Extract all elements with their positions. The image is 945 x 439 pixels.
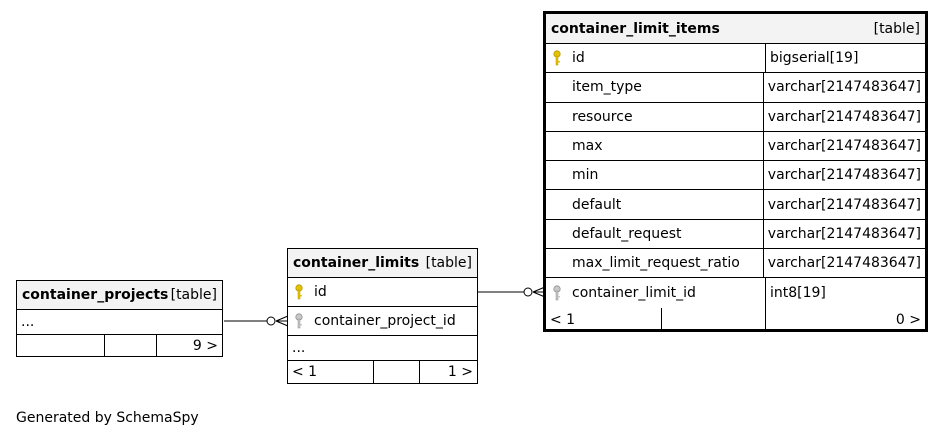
footer-left (17, 335, 105, 356)
table-header: container_projects [table] (17, 281, 222, 310)
column-name: id (572, 50, 585, 67)
column-name-cell: id (546, 44, 766, 73)
column-name: container_limit_id (572, 285, 696, 302)
column-row: max varchar[2147483647] (546, 131, 925, 162)
column-type: varchar[2147483647] (767, 255, 921, 272)
table-kind: [table] (873, 20, 920, 37)
column-row: default varchar[2147483647] (546, 190, 925, 220)
column-type: varchar[2147483647] (767, 196, 921, 213)
primary-key-icon (546, 50, 568, 66)
column-name: item_type (572, 79, 642, 96)
foreign-key-icon (546, 285, 568, 301)
column-name: max_limit_request_ratio (572, 255, 740, 272)
column-type: varchar[2147483647] (767, 138, 921, 155)
column-name: min (572, 167, 599, 184)
column-name-cell: default (546, 190, 764, 219)
column-row: id bigserial[19] (546, 44, 925, 74)
footer-left: < 1 (288, 361, 374, 383)
column-row: id (288, 278, 477, 307)
footer-middle (374, 361, 420, 383)
foreign-key-icon (288, 313, 310, 329)
column-name-cell: min (546, 161, 764, 190)
table-kind: [table] (425, 255, 472, 271)
column-name-cell: container_limit_id (546, 278, 766, 308)
column-type: varchar[2147483647] (767, 167, 921, 184)
footer-left: < 1 (546, 307, 662, 332)
column-row: default_request varchar[2147483647] (546, 219, 925, 250)
table-header: container_limits [table] (288, 249, 477, 278)
column-name: max (572, 138, 603, 155)
table-container-limits[interactable]: container_limits [table] id container_pr… (287, 248, 478, 384)
column-name-cell: max_limit_request_ratio (546, 249, 764, 278)
column-name-cell: resource (546, 102, 764, 131)
column-name: id (314, 284, 327, 300)
column-name-cell: default_request (546, 219, 764, 249)
column-name: default_request (572, 225, 682, 242)
column-type: bigserial[19] (770, 50, 859, 67)
column-name-cell: max (546, 131, 764, 161)
column-row: min varchar[2147483647] (546, 161, 925, 191)
table-container-limit-items[interactable]: container_limit_items [table] id bigseria… (543, 11, 928, 332)
column-row: container_project_id (288, 307, 477, 336)
table-name: container_projects (22, 287, 169, 303)
column-row: resource varchar[2147483647] (546, 102, 925, 132)
ellipsis: ... (21, 314, 35, 330)
column-row: max_limit_request_ratio varchar[214748364… (546, 249, 925, 279)
table-footer: < 1 1 > (288, 361, 477, 383)
table-footer: 9 > (17, 335, 222, 356)
table-container-projects[interactable]: container_projects [table] ... 9 > (16, 280, 223, 357)
table-kind: [table] (170, 287, 217, 303)
table-header: container_limit_items [table] (546, 14, 925, 44)
primary-key-icon (288, 284, 310, 300)
column-name-cell: item_type (546, 73, 764, 102)
column-name: default (572, 196, 622, 213)
footer-right: 0 > (895, 311, 921, 328)
footer-middle (105, 335, 157, 356)
column-row: item_type varchar[2147483647] (546, 73, 925, 103)
table-name: container_limit_items (551, 20, 720, 37)
ellipsis-row: ... (17, 310, 222, 335)
table-name: container_limits (293, 255, 420, 271)
footer-right: 9 > (192, 337, 218, 354)
table-footer: < 1 0 > (546, 307, 925, 332)
ellipsis-row: ... (288, 336, 477, 361)
column-type: varchar[2147483647] (767, 108, 921, 125)
footer-right: 1 > (447, 364, 473, 380)
generated-by-label: Generated by SchemaSpy (16, 410, 199, 426)
column-name: resource (572, 108, 633, 125)
ellipsis: ... (292, 340, 306, 356)
column-type: int8[19] (770, 285, 826, 302)
column-type: varchar[2147483647] (767, 225, 921, 242)
column-name: container_project_id (314, 313, 456, 329)
column-type: varchar[2147483647] (767, 79, 921, 96)
column-row: container_limit_id int8[19] (546, 278, 925, 308)
footer-middle (662, 307, 766, 332)
